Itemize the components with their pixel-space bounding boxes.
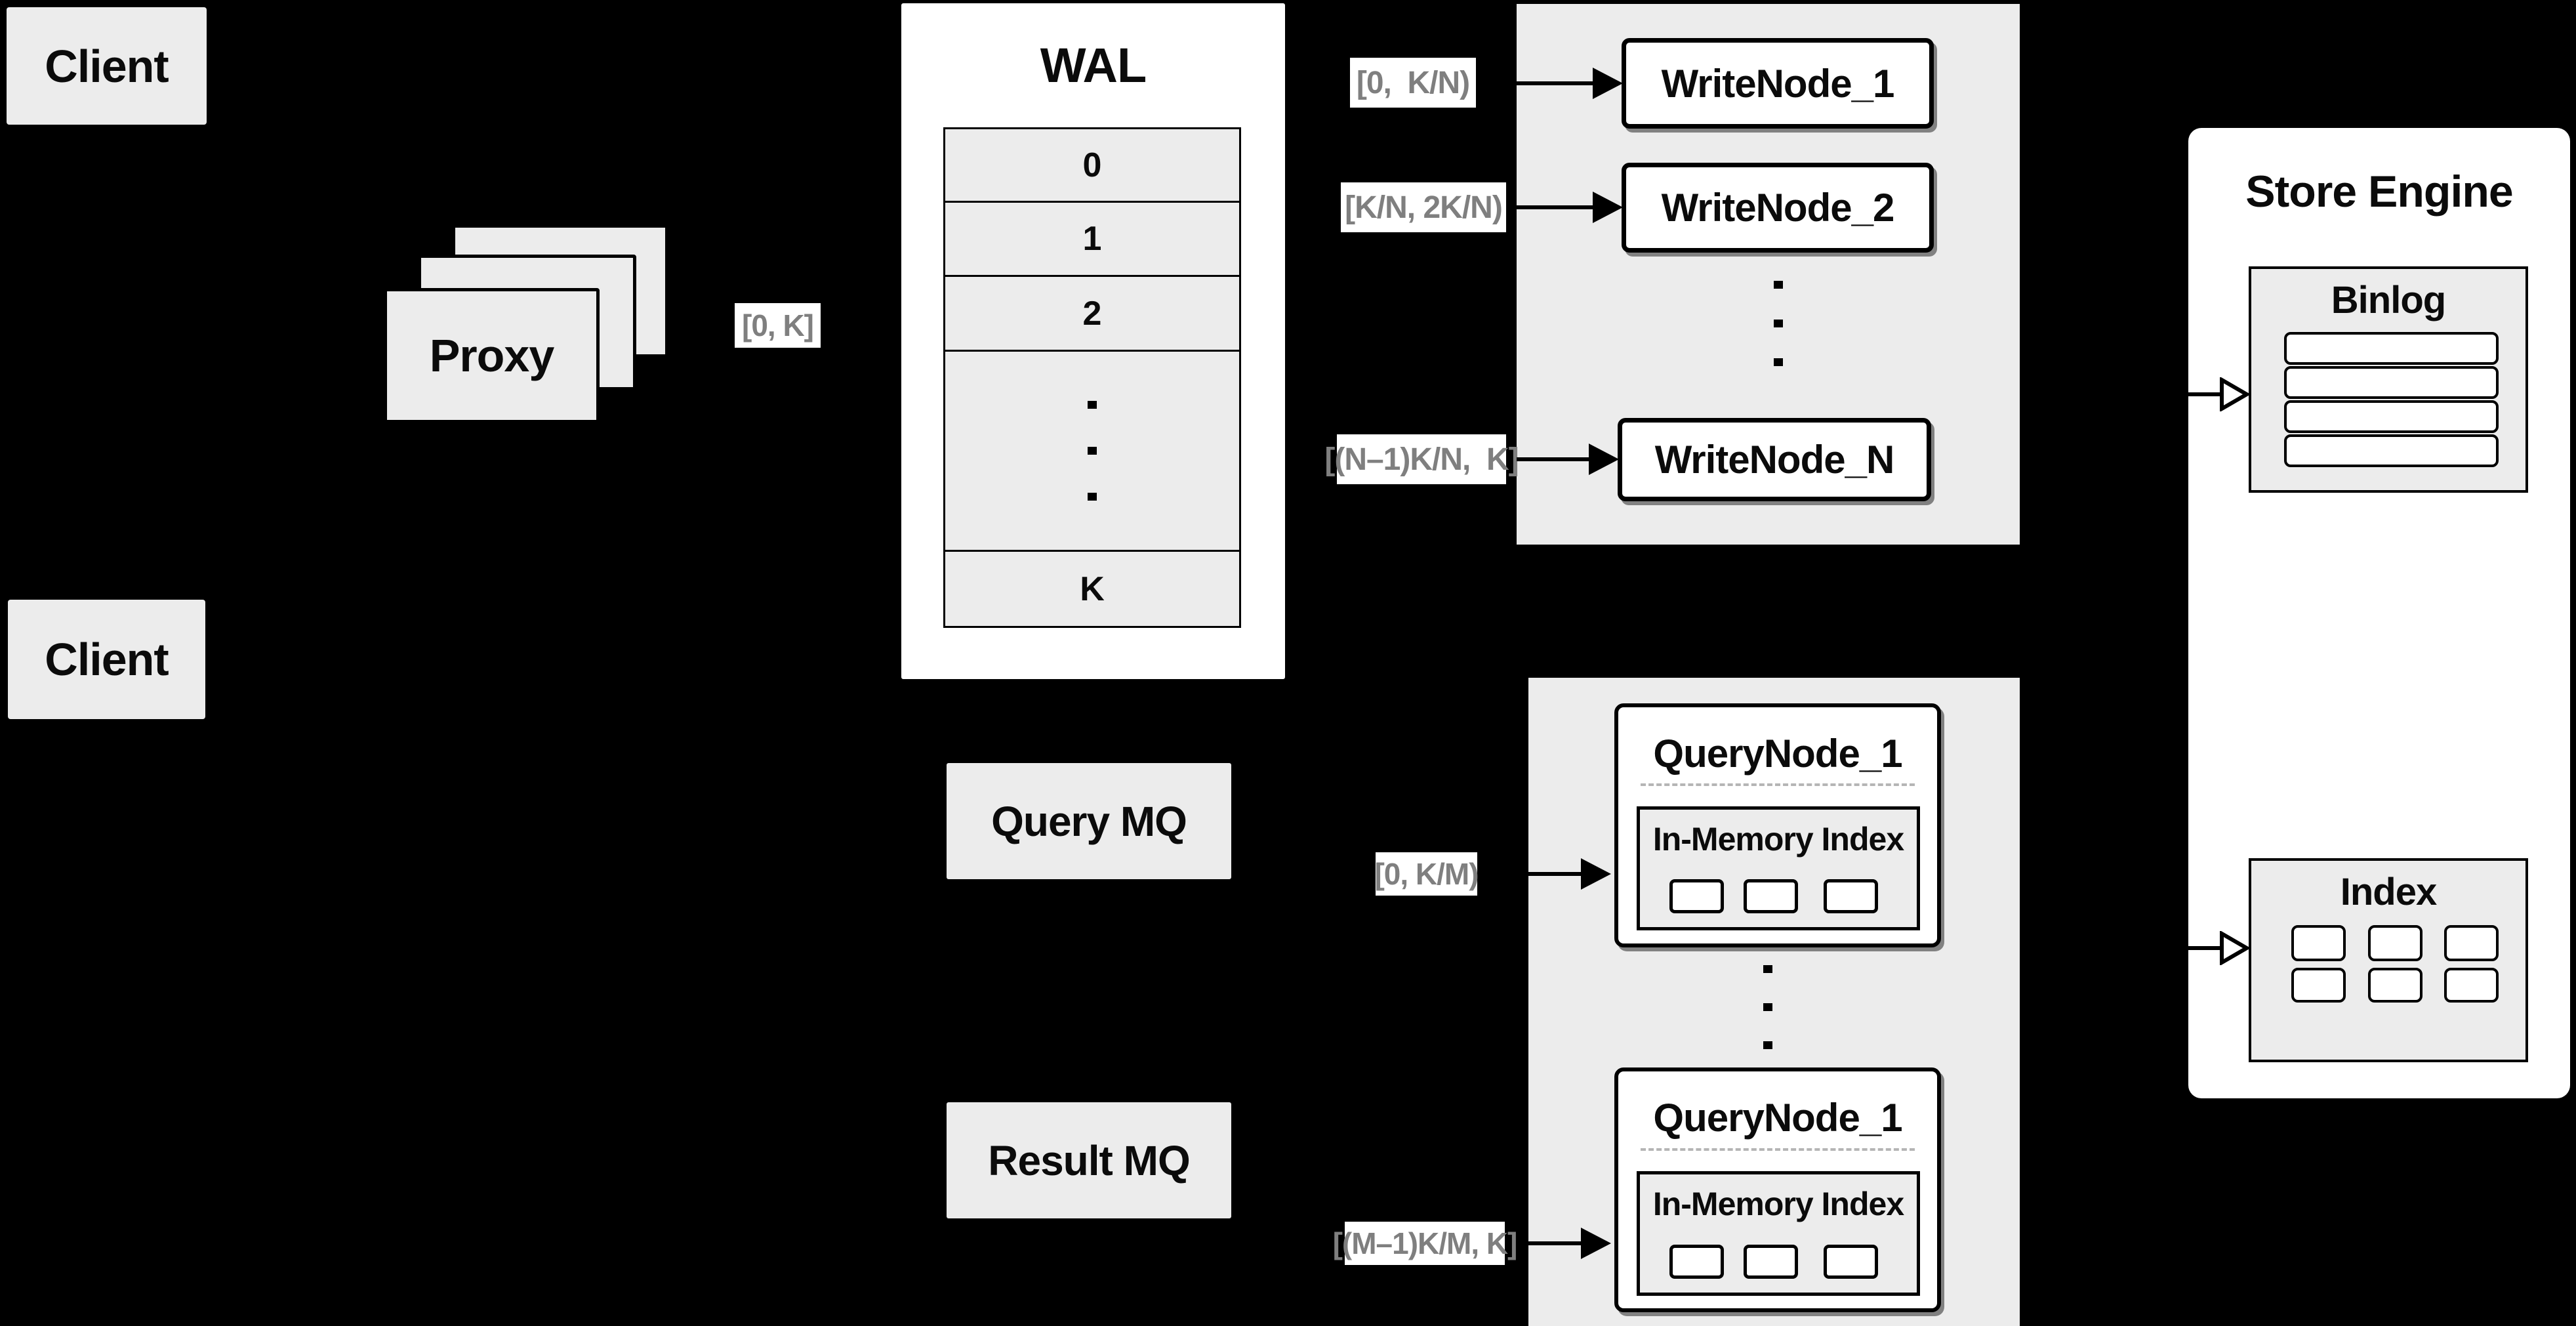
binlog-row [2284, 434, 2499, 467]
in-memory-index-box-2: In-Memory Index [1637, 1171, 1920, 1296]
client-box-top: Client [7, 7, 207, 125]
writenode-box-1: WriteNode_1 [1622, 38, 1934, 129]
arrow-line [1528, 872, 1584, 876]
index-title-text: Index [2340, 871, 2437, 913]
client-box-bottom: Client [8, 600, 205, 719]
memory-segment-cell [1669, 1245, 1724, 1279]
in-memory-index-2-title: In-Memory Index [1640, 1185, 1917, 1223]
result-mq-label: Result MQ [988, 1136, 1190, 1184]
writenode-box-2: WriteNode_2 [1622, 163, 1934, 253]
store-engine-panel: Store Engine Binlog Index [2188, 128, 2570, 1098]
querynode-1-range-label: [0, K/M) [1374, 852, 1479, 896]
in-memory-index-box-1: In-Memory Index [1637, 806, 1920, 930]
result-mq-box: Result MQ [947, 1102, 1231, 1218]
arrow-line [2188, 392, 2225, 396]
querynode-box-2: QueryNode_1 In-Memory Index [1614, 1067, 1941, 1312]
ellipsis-dot [1774, 320, 1783, 327]
index-box: Index [2249, 858, 2528, 1062]
writenode-ellipsis-icon [1774, 281, 1783, 366]
in-memory-index-2-text: In-Memory Index [1652, 1186, 1904, 1222]
arrow-line [1528, 1241, 1584, 1245]
index-cell [2291, 968, 2346, 1003]
index-cell [2444, 968, 2499, 1003]
filled-arrowhead-icon [1589, 444, 1619, 475]
proxy-label: Proxy [429, 330, 555, 381]
querynode-2-title: QueryNode_1 [1618, 1095, 1937, 1140]
filled-arrowhead-icon [1581, 858, 1611, 890]
binlog-title: Binlog [2251, 278, 2525, 322]
filled-arrowhead-icon [1581, 1228, 1611, 1259]
binlog-box: Binlog [2249, 266, 2528, 493]
query-mq-label: Query MQ [991, 797, 1187, 845]
memory-segment-cell [1824, 1245, 1878, 1279]
open-arrowhead-icon [2220, 931, 2249, 965]
index-cell [2368, 968, 2423, 1003]
ellipsis-dot [1088, 493, 1097, 501]
wal-row-1: 1 [943, 201, 1241, 277]
wal-row-ellipsis [943, 350, 1241, 552]
index-title: Index [2251, 870, 2525, 914]
wal-title-text: WAL [1040, 38, 1147, 93]
index-cell [2368, 925, 2423, 961]
open-arrowhead-icon [2220, 377, 2249, 411]
in-memory-index-1-text: In-Memory Index [1652, 821, 1904, 858]
ellipsis-dot [1763, 1041, 1772, 1049]
arrow-line [1517, 81, 1595, 85]
ellipsis-dot [1088, 447, 1097, 455]
querynode-1-title-text: QueryNode_1 [1653, 732, 1902, 776]
in-memory-index-1-title: In-Memory Index [1640, 820, 1917, 858]
client-bottom-label: Client [45, 634, 169, 685]
writenode-2-label: WriteNode_2 [1661, 186, 1895, 230]
memory-segment-cell [1669, 879, 1724, 913]
querynode-1-title: QueryNode_1 [1618, 731, 1937, 776]
store-engine-title-text: Store Engine [2245, 167, 2513, 217]
binlog-title-text: Binlog [2331, 279, 2446, 321]
writenode-1-label: WriteNode_1 [1661, 61, 1895, 106]
ellipsis-dot [1088, 401, 1097, 409]
client-top-label: Client [45, 40, 169, 92]
binlog-row [2284, 366, 2499, 399]
writenode-n-label: WriteNode_N [1654, 438, 1895, 482]
ellipsis-dot [1774, 281, 1783, 289]
querynode-ellipsis-icon [1763, 965, 1772, 1049]
binlog-row [2284, 332, 2499, 365]
proxy-stack: Proxy [384, 224, 669, 425]
wal-title: WAL [901, 37, 1285, 93]
arrow-line [1517, 205, 1595, 209]
ellipsis-dot [1763, 1003, 1772, 1011]
querynode-box-1: QueryNode_1 In-Memory Index [1614, 703, 1941, 947]
wal-row-k: K [943, 550, 1241, 628]
ellipsis-dots-icon [1088, 401, 1097, 501]
wal-row-0: 0 [943, 127, 1241, 203]
wal-row-2: 2 [943, 275, 1241, 352]
writenode-1-range-label: [0, K/N) [1350, 58, 1476, 108]
store-engine-title: Store Engine [2188, 166, 2570, 217]
index-cell [2291, 925, 2346, 961]
arrow-line [2188, 946, 2225, 950]
filled-arrowhead-icon [1593, 68, 1623, 99]
writenode-2-range-label: [K/N, 2K/N) [1341, 182, 1506, 232]
memory-segment-cell [1824, 879, 1878, 913]
querynode-2-title-text: QueryNode_1 [1653, 1096, 1902, 1140]
proxy-card-front: Proxy [384, 288, 600, 423]
querynode-1-divider [1641, 783, 1915, 786]
memory-segment-cell [1744, 1245, 1798, 1279]
querynode-2-range-label: [(M–1)K/M, K] [1333, 1222, 1517, 1265]
arrow-line [1517, 457, 1590, 461]
index-cell [2444, 925, 2499, 961]
filled-arrowhead-icon [1593, 192, 1623, 223]
proxy-range-label: [0, K] [735, 303, 821, 348]
writenode-n-range-label: [(N–1)K/N, K] [1324, 434, 1519, 484]
querynode-2-divider [1641, 1148, 1915, 1151]
binlog-row [2284, 400, 2499, 433]
ellipsis-dot [1763, 965, 1772, 973]
query-mq-box: Query MQ [947, 763, 1231, 879]
ellipsis-dot [1774, 358, 1783, 366]
memory-segment-cell [1744, 879, 1798, 913]
wal-panel: WAL 0 1 2 K [901, 3, 1285, 679]
writenode-box-n: WriteNode_N [1618, 418, 1931, 501]
